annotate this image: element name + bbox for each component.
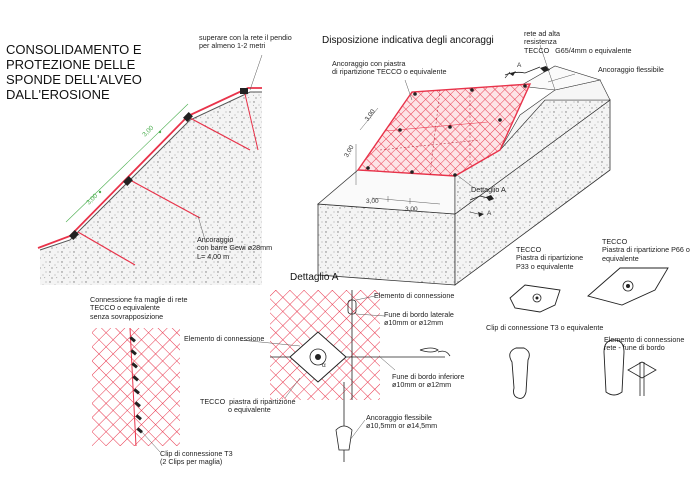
plate-p33-label: TECCO Piastra di ripartizione P33 o equi… (516, 245, 584, 271)
marker-a-top: A (517, 62, 522, 69)
mesh-connection-heading: Connessione fra maglie di rete TECCO o e… (90, 295, 188, 321)
plate-p66-label: TECCO Piastra di ripartizione P66 o equi… (602, 237, 690, 263)
detail-a-plate: TECCO piastra di ripartizione o equivale… (200, 397, 296, 415)
marker-a-bottom: A (487, 210, 492, 217)
detail-a-rope-lateral: Fune di bordo laterale ø10mm or ø12mm (384, 310, 454, 328)
detail-a-element: Elemento di connessione (374, 291, 455, 300)
plate-p33-drawing (509, 284, 561, 313)
layout-label-anchor-plate: Ancoraggio con piastra di ripartizione T… (332, 59, 447, 77)
detail-a-heading: Dettaglio A (290, 272, 339, 283)
detail-a-rope-lower: Fune di bordo inferiore ø10mm or ø12mm (392, 372, 465, 390)
layout-label-detail: Dettaglio A (471, 185, 506, 194)
clip-row (129, 336, 143, 434)
plate-p66-drawing (587, 267, 669, 306)
connector-label: Elemento di connessione rete - fune di b… (604, 335, 685, 353)
detail-a-view (239, 290, 451, 462)
mesh-connection-view (92, 327, 180, 453)
page-title: CONSOLIDAMENTO E PROTEZIONE DELLE SPONDE… (6, 42, 142, 102)
clip-t3-drawing (509, 347, 530, 399)
section-anchor-note: Ancoraggio con barre Gewi ø28mm L= 4,00 … (197, 235, 273, 261)
connection-element-drawing (603, 339, 657, 396)
layout-view (316, 44, 611, 286)
clip-label: Clip di connessione T3 o equivalente (486, 323, 604, 332)
section-top-note: superare con la rete il pendio per almen… (199, 33, 292, 51)
section-view (37, 54, 263, 285)
detail-a-alpha: α (322, 362, 326, 369)
detail-a-flex-anchor: Ancoraggio flessibile ø10,5mm or ø14,5mm (366, 413, 438, 431)
mesh-clip-note: Clip di connessione T3 (2 Clips per magl… (160, 449, 233, 467)
layout-dim-3: 3,00 (366, 198, 379, 205)
layout-heading: Disposizione indicativa degli ancoraggi (322, 35, 494, 46)
layout-dim-4: 3,00 (405, 206, 418, 213)
layout-net-panel (356, 83, 532, 177)
layout-label-flexible-anchor: Ancoraggio flessibile (598, 65, 664, 74)
detail-a-connection-element: Elemento di connessione (184, 334, 265, 343)
layout-label-net: rete ad alta resistenza TECCO G65/4mm o … (524, 29, 632, 55)
